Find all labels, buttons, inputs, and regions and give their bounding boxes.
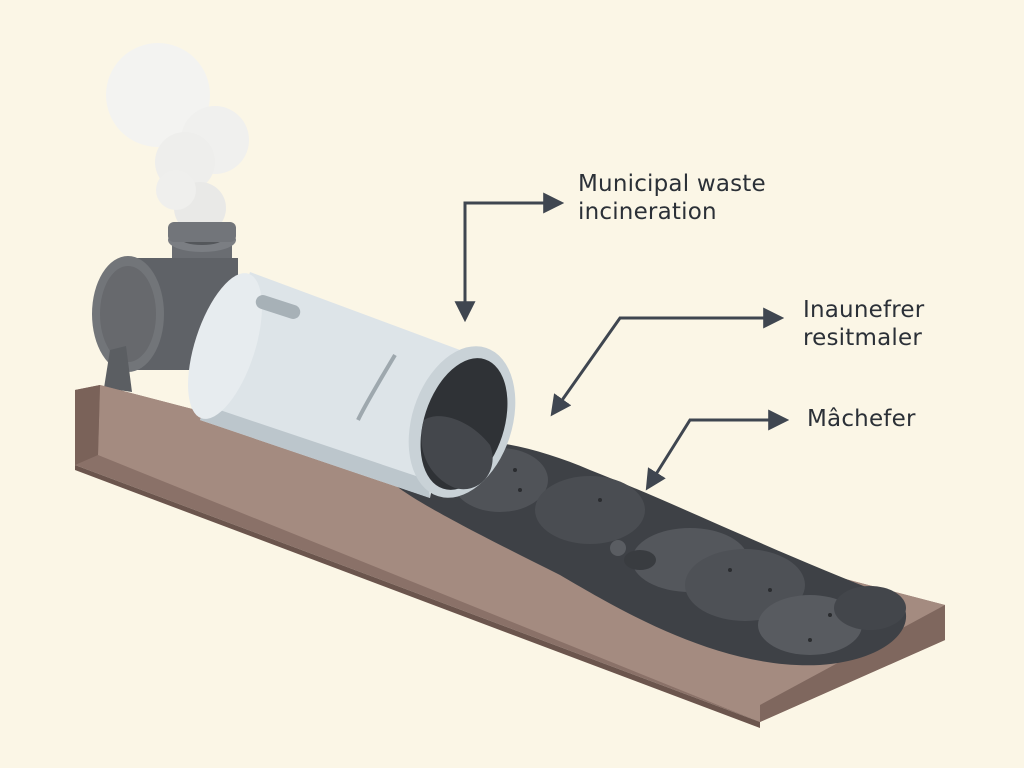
callout-line: Mâchefer xyxy=(807,406,916,432)
callout-line: incineration xyxy=(578,199,717,226)
callout-arrow-machefer xyxy=(645,409,790,491)
slag-pile-icon xyxy=(395,439,907,666)
callout-label-machefer: Mâchefer xyxy=(807,405,916,433)
callout-arrow-municipal-waste xyxy=(454,192,565,323)
incinerator-drum-icon xyxy=(188,272,516,498)
callout-arrow-inaunefrer xyxy=(550,307,785,417)
smoke-icon xyxy=(106,43,249,234)
callout-label-inaunefrer-resitmaler: Inaunefrer resitmaler xyxy=(803,296,924,352)
callout-line: Inaunefrer xyxy=(803,297,925,323)
ash-trough-icon xyxy=(75,385,945,728)
callout-line: Municipal waste xyxy=(578,171,766,197)
callout-label-municipal-waste-incineration: Municipal waste incineration xyxy=(578,170,766,226)
callout-line: resitmaler xyxy=(803,325,922,352)
